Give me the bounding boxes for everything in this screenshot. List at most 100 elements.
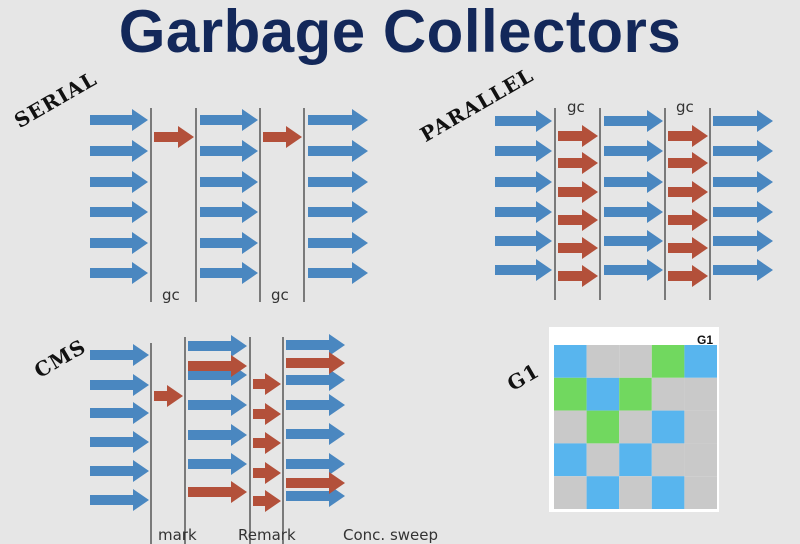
g1-region-empty <box>586 443 620 477</box>
parallel-gc-thread-arrow <box>668 125 708 147</box>
cms-sweep-gc-arrow <box>286 472 345 494</box>
parallel-app-thread-arrow <box>604 171 663 193</box>
cms-phase-sweep: Conc. sweep <box>343 526 439 544</box>
g1-region-green <box>619 377 652 411</box>
serial-app-thread-arrow <box>200 171 258 193</box>
parallel-app-thread-arrow <box>495 140 552 162</box>
serial-app-thread-arrow <box>308 140 368 162</box>
cms-app-thread-arrow <box>90 489 149 511</box>
g1-region-empty <box>619 410 652 444</box>
cms-app-thread-arrow <box>286 334 345 356</box>
serial-app-thread-arrow <box>90 262 148 284</box>
cms-app-thread-arrow <box>90 402 149 424</box>
cms-app-thread-arrow <box>188 335 247 357</box>
cms-app-thread-arrow <box>188 453 247 475</box>
cms-app-thread-arrow <box>90 431 149 453</box>
g1-region-green <box>586 410 620 444</box>
parallel-gc-thread-arrow <box>558 125 598 147</box>
parallel-app-thread-arrow <box>713 201 773 223</box>
parallel-gc-thread-arrow <box>558 209 598 231</box>
cms-remark-thread-arrow <box>253 373 281 395</box>
parallel-app-thread-arrow <box>604 230 663 252</box>
serial-app-thread-arrow <box>200 109 258 131</box>
serial-app-thread-arrow <box>308 262 368 284</box>
g1-region-green <box>554 377 587 411</box>
parallel-app-thread-arrow <box>495 110 552 132</box>
g1-region-empty <box>554 476 587 509</box>
parallel-app-thread-arrow <box>495 171 552 193</box>
g1-region-blue <box>651 410 685 444</box>
serial-app-thread-arrow <box>200 201 258 223</box>
serial-app-thread-arrow <box>308 109 368 131</box>
cms-mark-thread-arrow <box>154 385 183 407</box>
cms-remark-thread-arrow <box>253 490 281 512</box>
cms-sweep-gc-arrow <box>286 352 345 374</box>
g1-region-empty <box>651 443 685 477</box>
parallel-gc-label-2: gc <box>676 98 694 116</box>
g1-region-empty <box>684 377 717 411</box>
g1-region-blue <box>651 476 685 509</box>
g1-region-empty <box>619 345 652 378</box>
cms-app-thread-arrow <box>286 369 345 391</box>
cms-app-thread-arrow <box>286 394 345 416</box>
serial-gc-thread-arrow <box>263 126 302 148</box>
g1-region-blue <box>684 345 717 378</box>
cms-app-thread-arrow <box>286 423 345 445</box>
serial-app-thread-arrow <box>308 201 368 223</box>
serial-app-thread-arrow <box>200 140 258 162</box>
parallel-gc-label-1: gc <box>567 98 585 116</box>
cms-remark-thread-arrow <box>253 432 281 454</box>
parallel-app-thread-arrow <box>713 230 773 252</box>
g1-region-blue <box>586 377 620 411</box>
cms-concurrent-gc-arrow <box>188 355 247 377</box>
serial-app-thread-arrow <box>90 201 148 223</box>
cms-app-thread-arrow <box>90 374 149 396</box>
g1-region-empty <box>619 476 652 509</box>
serial-gc-label-2: gc <box>271 286 289 304</box>
cms-app-thread-arrow <box>188 394 247 416</box>
g1-region-blue <box>586 476 620 509</box>
cms-remark-thread-arrow <box>253 462 281 484</box>
g1-region-blue <box>554 345 587 378</box>
cms-phase-remark: Remark <box>238 526 296 544</box>
parallel-gc-thread-arrow <box>668 265 708 287</box>
parallel-app-thread-arrow <box>604 201 663 223</box>
parallel-app-thread-arrow <box>495 230 552 252</box>
parallel-app-thread-arrow <box>713 140 773 162</box>
serial-app-thread-arrow <box>90 140 148 162</box>
parallel-gc-thread-arrow <box>668 237 708 259</box>
parallel-app-thread-arrow <box>713 171 773 193</box>
parallel-gc-thread-arrow <box>668 209 708 231</box>
parallel-gc-thread-arrow <box>558 152 598 174</box>
serial-app-thread-arrow <box>308 232 368 254</box>
thread-arrows <box>90 109 773 512</box>
parallel-app-thread-arrow <box>604 110 663 132</box>
g1-region-green <box>651 345 685 378</box>
serial-app-thread-arrow <box>308 171 368 193</box>
parallel-gc-thread-arrow <box>558 265 598 287</box>
serial-app-thread-arrow <box>90 232 148 254</box>
parallel-app-thread-arrow <box>495 259 552 281</box>
parallel-gc-thread-arrow <box>668 181 708 203</box>
g1-grid-label: G1 <box>697 333 713 347</box>
g1-region-blue <box>619 443 652 477</box>
cms-phase-mark: mark <box>158 526 197 544</box>
serial-app-thread-arrow <box>90 171 148 193</box>
parallel-gc-thread-arrow <box>668 152 708 174</box>
cms-app-thread-arrow <box>286 453 345 475</box>
cms-app-thread-arrow <box>188 424 247 446</box>
parallel-app-thread-arrow <box>495 201 552 223</box>
cms-remark-thread-arrow <box>253 403 281 425</box>
g1-region-grid <box>549 327 719 512</box>
cms-app-thread-arrow <box>90 344 149 366</box>
g1-region-empty <box>684 443 717 477</box>
cms-app-thread-arrow <box>90 460 149 482</box>
parallel-app-thread-arrow <box>713 110 773 132</box>
parallel-app-thread-arrow <box>713 259 773 281</box>
g1-region-blue <box>554 443 587 477</box>
serial-app-thread-arrow <box>200 262 258 284</box>
serial-app-thread-arrow <box>200 232 258 254</box>
g1-region-empty <box>684 410 717 444</box>
parallel-app-thread-arrow <box>604 259 663 281</box>
